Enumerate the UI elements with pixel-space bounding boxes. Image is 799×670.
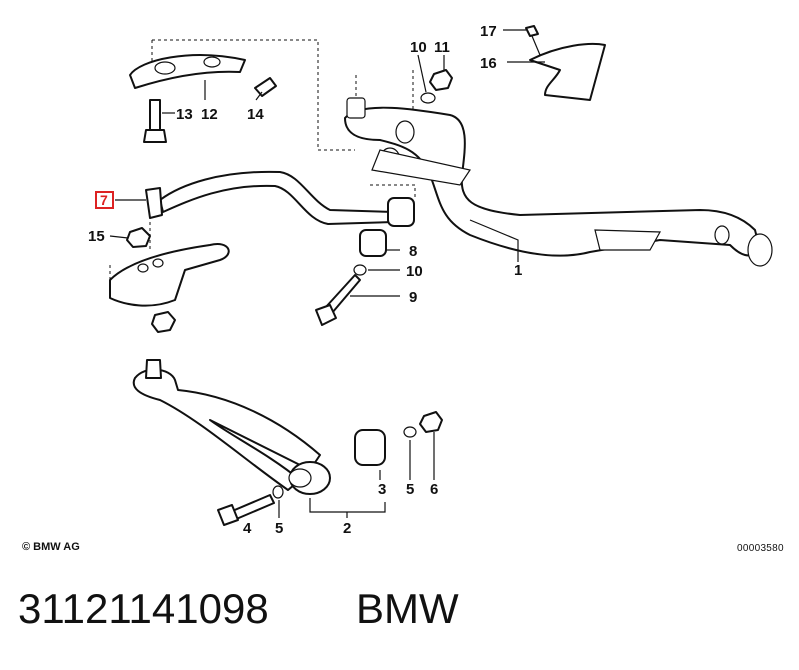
callout-14: 14 bbox=[247, 106, 264, 123]
hex-bolt-part-9 bbox=[315, 274, 361, 326]
callout-8: 8 bbox=[409, 243, 417, 260]
callout-15: 15 bbox=[88, 228, 105, 245]
callout-2: 2 bbox=[343, 520, 351, 537]
control-arm-part-2 bbox=[132, 359, 331, 495]
stabilizer-bar bbox=[159, 170, 396, 225]
front-axle-beam bbox=[344, 97, 773, 267]
copyright-notice: © BMW AG bbox=[22, 541, 80, 553]
callout-16: 16 bbox=[480, 55, 497, 72]
callout-5-left: 5 bbox=[275, 520, 283, 537]
callout-9: 9 bbox=[409, 289, 417, 306]
parts-diagram: 10 11 17 16 13 12 14 15 8 10 9 1 3 5 6 4… bbox=[88, 23, 773, 537]
rubber-mount-part-8 bbox=[353, 197, 415, 276]
callout-11: 11 bbox=[434, 39, 450, 56]
callout-10: 10 bbox=[410, 39, 427, 56]
callout-12: 12 bbox=[201, 106, 218, 123]
drawing-number: 00003580 bbox=[737, 543, 784, 554]
callout-10-lower: 10 bbox=[406, 263, 423, 280]
hex-bolt-part-4 bbox=[217, 485, 284, 526]
callout-7-highlight[interactable]: 7 bbox=[95, 191, 114, 209]
callout-5-right: 5 bbox=[406, 481, 414, 498]
callout-labels: 10 11 17 16 13 12 14 15 8 10 9 1 3 5 6 4… bbox=[88, 23, 522, 537]
callout-17: 17 bbox=[480, 23, 497, 40]
rubber-mount-part-3 bbox=[354, 411, 443, 466]
callout-13: 13 bbox=[176, 106, 193, 123]
brand-caption: BMW bbox=[356, 585, 459, 632]
stabilizer-link-part-7 bbox=[126, 187, 163, 248]
bracket-part-16 bbox=[525, 25, 606, 101]
callout-4: 4 bbox=[243, 520, 252, 537]
part-number-caption: 31121141098 bbox=[18, 585, 269, 632]
leader-lines bbox=[109, 29, 545, 518]
callout-7[interactable]: 7 bbox=[100, 192, 108, 208]
callout-1: 1 bbox=[514, 262, 522, 279]
nut-part-11 bbox=[420, 69, 453, 104]
callout-3-right: 3 bbox=[378, 481, 386, 498]
callout-6: 6 bbox=[430, 481, 438, 498]
bracket-part-12 bbox=[129, 54, 277, 143]
link-plate bbox=[109, 243, 230, 333]
